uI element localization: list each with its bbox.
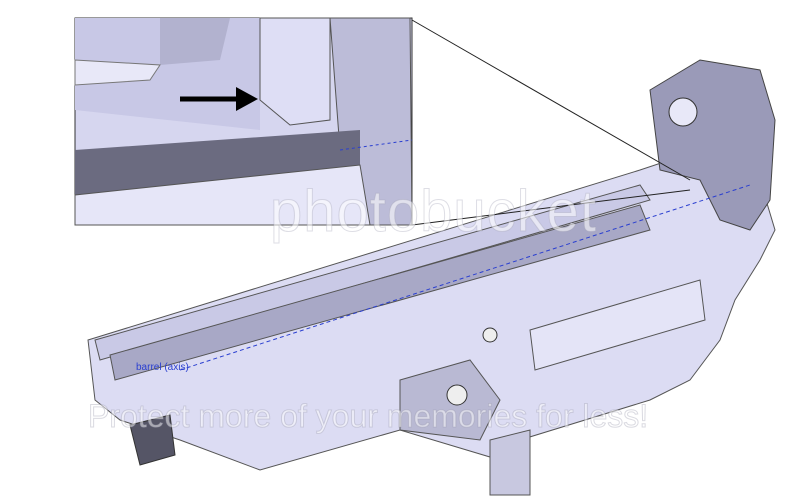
lower-tab	[489, 429, 531, 496]
rear-foot	[129, 414, 176, 466]
axis-label: barrel (axis)	[136, 362, 189, 373]
callout-line	[411, 189, 691, 226]
watermark-brand: photobucket	[269, 179, 598, 245]
magwell-window	[529, 279, 706, 371]
pin-hole	[446, 384, 468, 406]
watermark-tagline: Protect more of your memories for less!	[87, 398, 649, 435]
callout-line	[411, 19, 691, 181]
arrow-icon	[180, 87, 258, 111]
receiver-top-rail	[94, 184, 651, 361]
receiver-channel	[109, 204, 651, 381]
detail-inset	[74, 17, 413, 226]
hinge-hole	[668, 97, 698, 127]
pin-hole	[482, 327, 498, 343]
axis-line	[179, 184, 751, 371]
